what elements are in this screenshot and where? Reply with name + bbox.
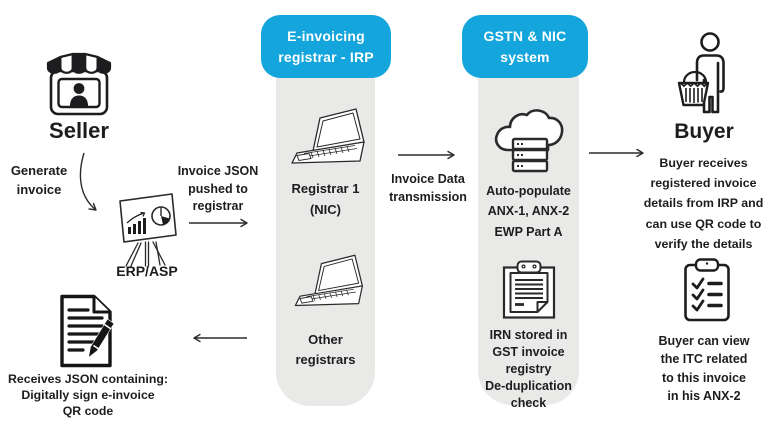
gstn-column-panel bbox=[478, 46, 579, 405]
checklist-icon bbox=[684, 258, 730, 322]
document-pencil-icon bbox=[60, 294, 115, 368]
other-registrars-label: Other registrars bbox=[295, 332, 356, 367]
registrar1-label: Registrar 1 (NIC) bbox=[291, 181, 360, 217]
easel-chart-icon bbox=[119, 193, 177, 267]
cloud-server-icon bbox=[494, 109, 564, 173]
arrow-seller-to-erp bbox=[79, 152, 97, 211]
laptop-icon bbox=[291, 108, 365, 164]
generate-invoice-note: Generate invoice bbox=[10, 163, 68, 197]
autopopulate-label: Auto-populate ANX-1, ANX-2 EWP Part A bbox=[486, 184, 571, 239]
seller-title: Seller bbox=[49, 118, 109, 143]
buyer-receives-note: Buyer receives registered invoice detail… bbox=[643, 156, 764, 251]
buyer-title: Buyer bbox=[674, 120, 734, 143]
laptop-icon bbox=[294, 254, 363, 307]
irn-stored-label: IRN stored in GST invoice registry De-du… bbox=[485, 328, 572, 410]
notepad-lines-icon bbox=[502, 260, 556, 319]
irp-column-panel bbox=[276, 46, 375, 406]
irp-column-header: E-invoicing registrar - IRP bbox=[261, 15, 391, 78]
receives-json-note: Receives JSON containing: Digitally sign… bbox=[8, 372, 168, 419]
person-basket-icon bbox=[677, 32, 725, 114]
invoice-json-note: Invoice JSON pushed to registrar bbox=[177, 164, 259, 213]
buyer-itc-note: Buyer can view the ITC related to this i… bbox=[658, 334, 750, 404]
gstn-column-header: GSTN & NIC system bbox=[462, 15, 588, 78]
invoice-data-transmission-note: Invoice Data transmission bbox=[389, 172, 467, 205]
erp-asp-label: ERP/ASP bbox=[116, 263, 178, 279]
storefront-icon bbox=[46, 52, 112, 116]
